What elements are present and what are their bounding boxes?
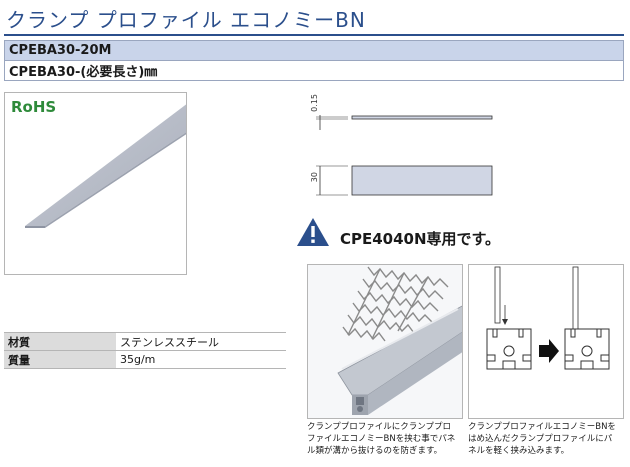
profile-side (368, 332, 462, 415)
part-code-table: CPEBA30-20M CPEBA30-(必要長さ)㎜ (4, 40, 624, 81)
caption-line: ファイルエコノミーBNを挟む事でパネ (307, 434, 456, 444)
mesh-wire (357, 290, 439, 312)
strip-illustration (25, 104, 186, 228)
caption-line: クランププロファイルエコノミーBNを (468, 422, 616, 432)
part-code-fixed: CPEBA30-20M (4, 40, 624, 61)
profile-detail-left (487, 354, 531, 369)
thickness-label: 0.15 (310, 94, 319, 112)
panel-left (494, 266, 501, 324)
mesh-clamp-illustration (337, 266, 462, 415)
warning-bar (311, 226, 315, 237)
profile-highlight (341, 308, 459, 370)
mesh-wire (347, 314, 415, 334)
spec-label: 材質 (4, 332, 116, 351)
profile-hole (357, 406, 363, 412)
profile-slot (356, 397, 364, 405)
installation-diagram (468, 264, 624, 419)
notice-text: CPE4040N専用です。 (340, 230, 501, 248)
profile-detail-right (565, 354, 609, 369)
caption-line: クランププロファイルにクランププロ (307, 422, 451, 432)
caption-left: クランププロファイルにクランププロ ファイルエコノミーBNを挟む事でパネ ル類が… (307, 421, 465, 457)
caption-right: クランププロファイルエコノミーBNを はめ込んだクランププロファイルにパ ネルを… (468, 421, 626, 457)
width-label: 30 (310, 172, 319, 183)
right-arrow-icon (539, 339, 559, 363)
spec-table: 材質 ステンレススチール 質量 35g/m (4, 332, 286, 369)
mesh-wire (342, 326, 386, 342)
mesh-cross-wire (347, 268, 381, 336)
mesh-wire (367, 266, 449, 288)
panel-right (572, 266, 579, 334)
insert-arrow-head (502, 319, 508, 325)
spec-label: 質量 (4, 350, 116, 369)
profile-slot-left (492, 329, 524, 338)
title-rule (4, 34, 624, 36)
strip-side (45, 132, 186, 228)
mesh-cross-wire (371, 272, 405, 340)
profile-section-left (486, 328, 532, 370)
spec-value: 35g/m (116, 350, 286, 369)
mesh-cross-wire (397, 276, 429, 332)
application-photo-left (307, 264, 463, 419)
profile-section-right (564, 328, 610, 370)
strip-width-section (351, 165, 493, 196)
rohs-badge: RoHS (11, 98, 57, 116)
spec-row: 質量 35g/m (4, 350, 286, 369)
product-image-frame: RoHS (4, 92, 187, 275)
strip-thickness-section (351, 115, 493, 120)
installation-illustration (486, 266, 610, 370)
part-code-custom: CPEBA30-(必要長さ)㎜ (4, 60, 624, 81)
dimension-drawing (316, 115, 493, 196)
profile-core-left (503, 345, 515, 357)
spec-value: ステンレススチール (116, 332, 286, 351)
caption-line: ネルを軽く挟み込みます。 (468, 446, 570, 456)
mesh-wire (352, 302, 434, 324)
part-code-row: CPEBA30-20M (4, 40, 624, 61)
strip-top-face (25, 104, 186, 226)
profile-core-right (581, 345, 593, 357)
profile-slot-right (570, 329, 602, 338)
warning-dot (311, 239, 315, 243)
warning-icon (297, 218, 329, 246)
mesh-wire (362, 278, 444, 300)
caption-line: ル類が溝から抜けるのを防ぎます。 (307, 446, 443, 456)
caption-line: はめ込んだクランププロファイルにパ (468, 434, 613, 444)
part-code-row: CPEBA30-(必要長さ)㎜ (4, 60, 624, 81)
page-title: クランプ プロファイル エコノミーBN (6, 8, 366, 32)
strip-edge (25, 226, 45, 228)
spec-row: 材質 ステンレススチール (4, 332, 286, 351)
